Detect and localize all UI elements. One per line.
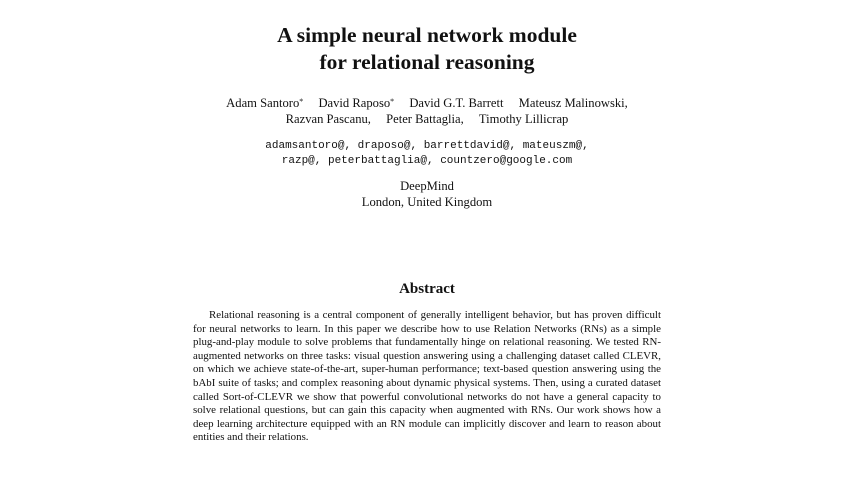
abstract-heading: Abstract (399, 281, 455, 297)
author-line-2: Razvan Pascanu, Peter Battaglia, Timothy… (0, 112, 854, 128)
author-name: Adam Santoro* (226, 96, 304, 110)
equal-contribution-mark: * (299, 97, 304, 106)
affiliation: DeepMind London, United Kingdom (0, 179, 854, 210)
author-name: David Raposo* (318, 96, 395, 110)
author-name: Peter Battaglia, (386, 111, 464, 126)
author-name: Mateusz Malinowski, (518, 96, 628, 110)
author-emails: adamsantoro@, draposo@, barrettdavid@, m… (0, 139, 854, 169)
title-line-2: for relational reasoning (319, 50, 535, 74)
title-line-1: A simple neural network module (277, 23, 577, 47)
affiliation-org: DeepMind (400, 179, 454, 193)
author-name: Timothy Lillicrap (478, 111, 569, 126)
email-line-2: razp@, peterbattaglia@, countzero@google… (281, 155, 573, 167)
equal-contribution-mark: * (390, 97, 395, 106)
paper-title: A simple neural network module for relat… (0, 22, 854, 76)
author-name: Razvan Pascanu, (285, 111, 371, 126)
author-list: Adam Santoro* David Raposo* David G.T. B… (0, 96, 854, 127)
author-name: David G.T. Barrett (409, 96, 504, 110)
author-line-1: Adam Santoro* David Raposo* David G.T. B… (0, 96, 854, 112)
email-line-1: adamsantoro@, draposo@, barrettdavid@, m… (265, 140, 589, 152)
affiliation-location: London, United Kingdom (361, 194, 493, 209)
abstract-body: Relational reasoning is a central compon… (193, 309, 661, 444)
